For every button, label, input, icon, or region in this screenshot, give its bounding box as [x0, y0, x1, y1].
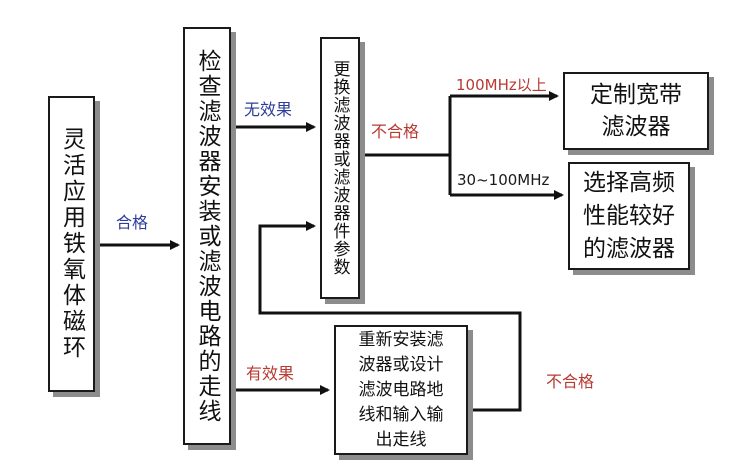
ferrite-ring-box: 灵活应用铁氧体磁环: [48, 96, 95, 392]
label-no-effect: 无效果: [244, 100, 293, 119]
reinstall-line-4: 线和输入输: [358, 404, 444, 425]
check-filter-box: 检查滤波器安装或滤波电路的走线: [183, 27, 231, 445]
custom-broadband-filter-box: 定制宽带 滤波器: [563, 72, 709, 150]
check-filter-text: 检查滤波器安装或滤波电路的走线: [194, 48, 220, 424]
reinstall-line-1: 重新安装滤: [358, 329, 444, 350]
select-filter-line-2: 性能较好: [583, 202, 675, 229]
label-30-100mhz: 30~100MHz: [457, 171, 550, 189]
custom-filter-line-1: 定制宽带: [590, 82, 682, 108]
select-hf-filter-box: 选择高频 性能较好 的滤波器: [568, 162, 690, 270]
replace-filter-text: 更换滤波器或滤波器件参数: [329, 60, 350, 276]
label-effective: 有效果: [246, 364, 295, 383]
custom-filter-line-2: 滤波器: [601, 114, 671, 140]
select-filter-line-1: 选择高频: [583, 169, 675, 196]
replace-filter-box: 更换滤波器或滤波器件参数: [320, 37, 360, 299]
ferrite-ring-text: 灵活应用铁氧体磁环: [58, 127, 85, 361]
reinstall-line-5: 出走线: [375, 429, 427, 450]
label-fail-top: 不合格: [371, 122, 420, 141]
reinstall-filter-box: 重新安装滤 波器或设计 滤波电路地 线和输入输 出走线: [334, 325, 468, 455]
label-pass: 合格: [116, 213, 149, 232]
loop-back-arrow: [258, 221, 522, 412]
label-above-100mhz: 100MHz以上: [456, 76, 547, 94]
reinstall-line-3: 滤波电路地: [358, 379, 444, 400]
label-fail-bottom: 不合格: [546, 372, 595, 391]
select-filter-line-3: 的滤波器: [583, 235, 675, 262]
reinstall-line-2: 波器或设计: [358, 354, 444, 375]
